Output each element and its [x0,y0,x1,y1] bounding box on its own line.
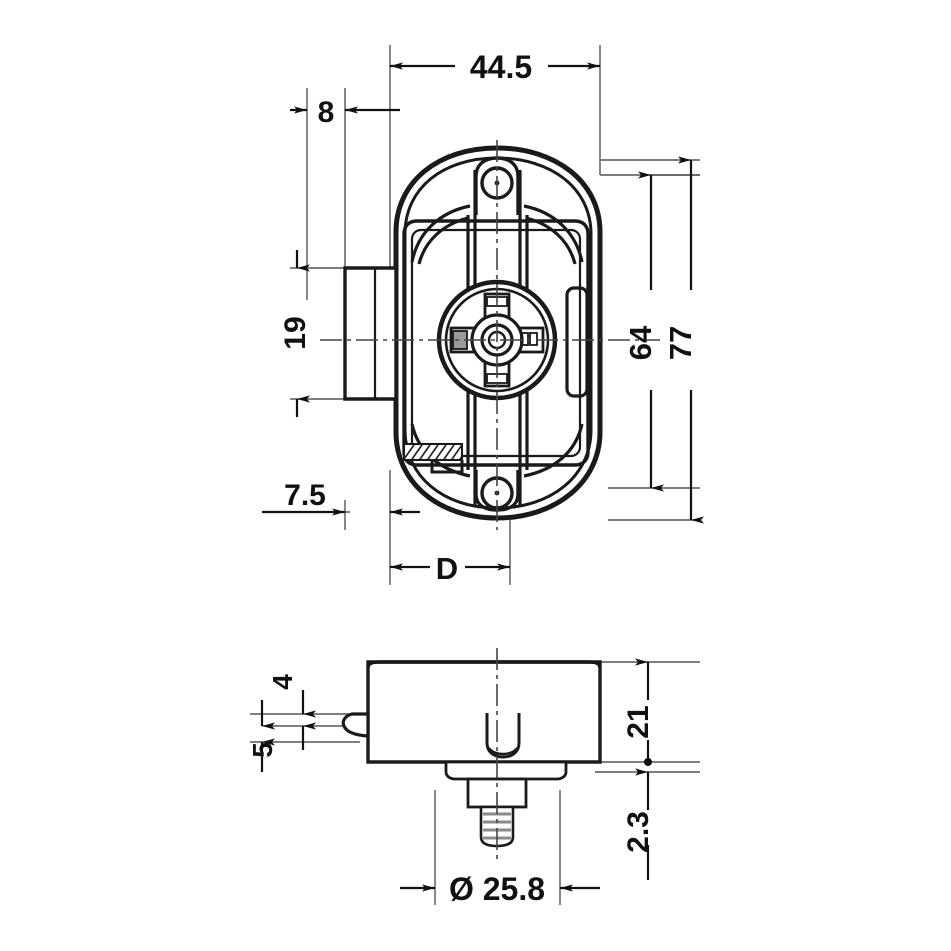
side-keyway-base [487,747,519,756]
dim-5: 5 [247,700,278,772]
dim-7-5: 7.5 [262,479,420,516]
dim-4: 4 [267,674,316,750]
lock-inner-frame-2 [410,228,582,458]
dim-diameter-label: Ø 25.8 [449,871,545,907]
top-wings [410,204,584,265]
side-body-block [366,660,602,764]
dim-7-5-label: 7.5 [284,479,326,512]
dim-diameter: Ø 25.8 [400,871,600,907]
side-flange [444,760,568,781]
dim-D: D [390,551,510,586]
dim-D-label: D [436,551,458,586]
dim-19: 19 [279,250,312,417]
dim-8: 8 [290,96,400,129]
front-center-lines [320,140,660,530]
left-nose-tab [343,266,398,401]
right-slot [565,286,589,398]
dim-2-3-label: 2.3 [622,811,655,853]
dim-8-label: 8 [318,96,335,129]
dim-77-label: 77 [663,326,698,360]
dim-5-label: 5 [247,742,278,758]
dim-2-3: 2.3 [622,768,655,880]
dim-44-5-label: 44.5 [470,49,532,85]
dim-21-label: 21 [622,705,655,738]
serrated-detail [402,443,464,474]
dim-64-label: 64 [623,325,658,360]
front-view: 44.5 8 [262,45,704,586]
side-body-top-radius [366,660,602,669]
dim-44-5: 44.5 [390,49,600,85]
dim-4-label: 4 [267,674,298,690]
dim-19-label: 19 [279,316,312,349]
dim-77: 77 [663,156,704,524]
lock-inner-frame [402,219,590,467]
dim-21: 21 [622,658,655,766]
side-keyway [485,713,521,759]
side-view: 4 5 21 2.3 Ø 25.8 [247,648,700,907]
dim-64: 64 [623,171,664,492]
side-nose [341,712,370,738]
